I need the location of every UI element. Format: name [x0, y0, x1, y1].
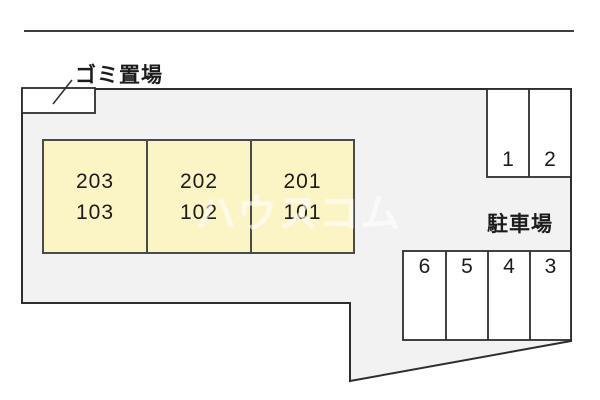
parking-stall-number: 2 — [544, 148, 556, 171]
room-number-lower: 102 — [179, 200, 219, 224]
parking-stall-number: 3 — [544, 255, 557, 278]
building-unit-cell: 201 101 — [251, 140, 354, 253]
building-unit-cell: 202 102 — [147, 140, 251, 253]
garbage-area-box — [21, 87, 96, 114]
room-number-lower: 101 — [283, 200, 322, 224]
building-outline — [42, 139, 355, 254]
parking-stall-number: 4 — [503, 255, 515, 278]
parking-lot-label: 駐車場 — [487, 213, 553, 236]
room-number-upper: 203 — [75, 169, 115, 193]
parking-stall-number: 5 — [461, 255, 473, 278]
parking-stall-number: 6 — [418, 255, 431, 278]
garbage-area-label: ゴミ置場 — [75, 64, 163, 87]
garbage-label-leader-line — [52, 79, 73, 105]
room-number-upper: 201 — [283, 169, 322, 193]
room-number-upper: 202 — [179, 169, 219, 193]
parking-stall-number: 1 — [502, 148, 514, 171]
room-number-lower: 103 — [75, 200, 115, 224]
building-unit-cell: 203 103 — [43, 140, 147, 253]
parking-stalls-lower-outline — [402, 250, 572, 341]
